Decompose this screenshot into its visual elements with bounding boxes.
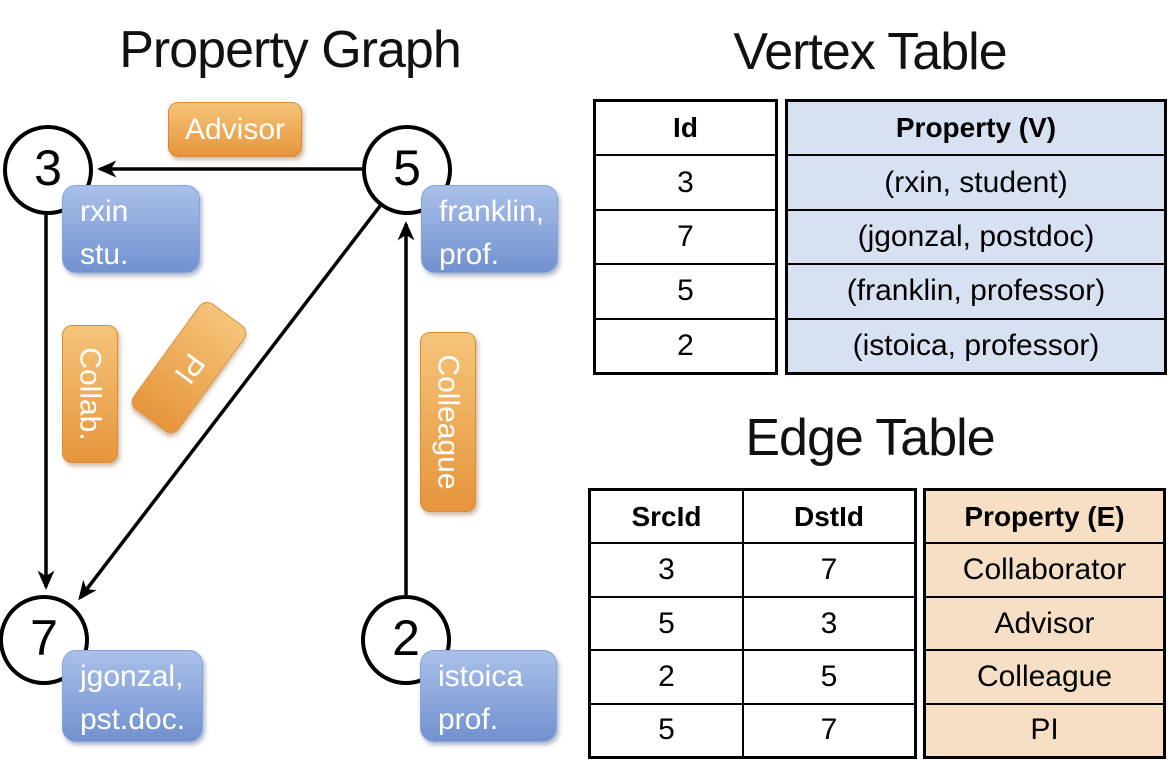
vertex-id-label: 2 — [392, 610, 420, 666]
column-header: SrcId — [631, 500, 702, 532]
table-cell: 3 — [591, 542, 742, 595]
table-cell: 5 — [591, 702, 742, 756]
edge-5-to-7-pi — [78, 204, 382, 601]
table-cell: Collaborator — [926, 542, 1163, 595]
table-cell: PI — [926, 702, 1163, 756]
table-cell: 7 — [744, 702, 914, 756]
table-cell: 5 — [591, 595, 742, 649]
table-cell: 2 — [591, 649, 742, 702]
vertex-table-property-column: Property (V) (rxin, student) (jgonzal, p… — [785, 99, 1167, 375]
edge-table-property-column: Property (E) Collaborator Advisor Collea… — [923, 488, 1166, 759]
column-header: Property (V) — [895, 112, 1057, 144]
table-cell: (franklin, professor) — [788, 263, 1164, 317]
table-cell: (istoica, professor) — [788, 317, 1164, 372]
vertex-id-label: 3 — [34, 140, 62, 196]
column-header: DstId — [794, 500, 864, 532]
table-cell: 5 — [596, 263, 775, 317]
column-header: Id — [673, 112, 698, 144]
edge-label-collab: Collab. — [62, 325, 118, 463]
table-cell: 5 — [744, 649, 914, 702]
table-cell: 2 — [596, 317, 775, 372]
vertex-property-box-7: jgonzal, pst.doc. — [62, 650, 203, 742]
vertex-property-box-5: franklin, prof. — [421, 185, 558, 273]
table-cell: Advisor — [926, 595, 1163, 649]
edge-lines — [37, 160, 415, 601]
vertex-node-5: 5 — [362, 125, 452, 215]
table-cell: (rxin, student) — [788, 154, 1164, 208]
edge-table-srcid-column: SrcId 3 5 2 5 — [591, 491, 742, 756]
vertex-table-title: Vertex Table — [733, 23, 1007, 81]
table-cell: 7 — [596, 208, 775, 263]
vertex-id-label: 5 — [393, 140, 421, 196]
table-cell: Colleague — [926, 649, 1163, 702]
edge-table-id-columns: SrcId 3 5 2 5 DstId 7 3 5 7 — [588, 488, 917, 759]
table-cell: 7 — [744, 542, 914, 595]
table-cell: 3 — [744, 595, 914, 649]
vertex-property-box-2: istoica prof. — [420, 650, 557, 742]
table-cell: 3 — [596, 154, 775, 208]
vertex-id-label: 7 — [30, 610, 58, 666]
vertex-node-2: 2 — [361, 595, 451, 685]
property-graph-title: Property Graph — [119, 21, 462, 79]
edge-table-dstid-column: DstId 7 3 5 7 — [742, 491, 914, 756]
vertex-table-id-column: Id 3 7 5 2 — [593, 99, 778, 375]
table-cell: (jgonzal, postdoc) — [788, 208, 1164, 263]
edge-table-title: Edge Table — [745, 409, 995, 467]
edge-label-colleague: Colleague — [420, 332, 476, 512]
vertex-property-box-3: rxin stu. — [62, 185, 200, 273]
column-header: Property (E) — [964, 500, 1125, 532]
edge-label-advisor: Advisor — [168, 102, 302, 157]
